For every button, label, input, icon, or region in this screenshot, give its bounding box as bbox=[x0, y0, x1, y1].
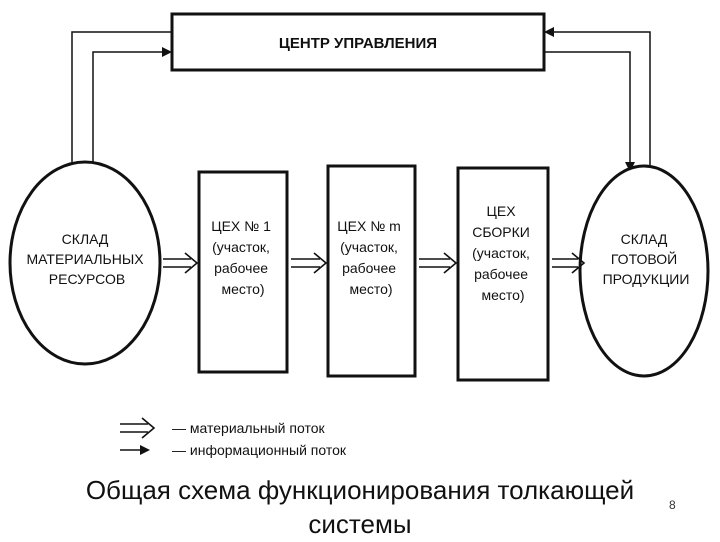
info-flow-materials-to-center bbox=[92, 47, 172, 170]
info-flow-center-to-products bbox=[544, 51, 635, 172]
material-flow-arrow-2 bbox=[291, 252, 328, 274]
shop-1-box bbox=[197, 170, 289, 374]
shop-m-box bbox=[326, 164, 417, 378]
assembly-shop-label: ЦЕХ СБОРКИ (участок, рабочее место) bbox=[472, 203, 534, 303]
shop-m-label: ЦЕХ № m (участок, рабочее место) bbox=[337, 218, 404, 297]
legend-material-flow-symbol bbox=[120, 417, 156, 439]
materials-warehouse-label: СКЛАД МАТЕРИАЛЬНЫХ РЕСУРСОВ bbox=[27, 231, 148, 287]
material-flow-arrow-1 bbox=[163, 252, 199, 274]
materials-warehouse-ellipse bbox=[8, 160, 162, 366]
products-warehouse-label: СКЛАД ГОТОВОЙ ПРОДУКЦИИ bbox=[603, 231, 690, 287]
assembly-shop-box bbox=[456, 166, 550, 382]
shop-1-label: ЦЕХ № 1 (участок, рабочее место) bbox=[211, 218, 275, 297]
caption-line-1: Общая схема функционирования толкающей bbox=[85, 475, 635, 505]
info-flow-center-to-materials bbox=[67, 31, 172, 212]
legend-info-flow-label: — информационный поток bbox=[172, 442, 347, 458]
material-flow-arrow-4 bbox=[552, 252, 586, 274]
control-center-box bbox=[170, 12, 546, 72]
control-center-label: ЦЕНТР УПРАВЛЕНИЯ bbox=[279, 35, 437, 52]
caption-line-2: системы bbox=[308, 509, 412, 539]
legend-material-flow-label: — материальный поток bbox=[172, 420, 325, 436]
info-flow-products-to-center bbox=[544, 27, 651, 210]
material-flow-arrow-3 bbox=[419, 252, 458, 274]
page-number: 8 bbox=[669, 498, 676, 512]
products-warehouse-ellipse bbox=[578, 164, 710, 378]
